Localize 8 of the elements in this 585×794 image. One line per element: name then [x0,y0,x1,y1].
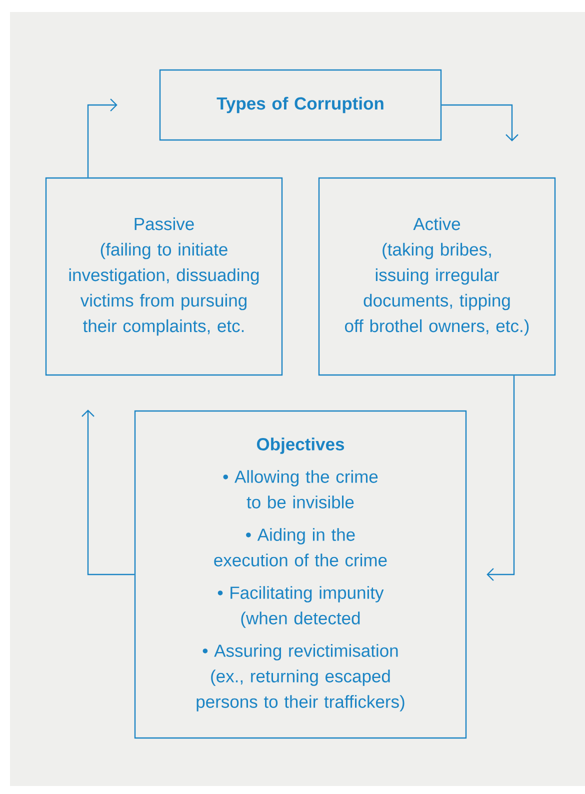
arrow [486,376,515,581]
text-box: Passive (failing to initiate investigation, dissuading victims from pursuing their complaints, etc. [45,177,283,376]
arrow [87,98,118,178]
arrow [442,104,518,142]
text-box: Active (taking bribes, issuing irregular documents, tipping off brothel owners, etc.) [318,177,556,376]
text-box: Types of Corruption [159,69,442,141]
arrow [82,410,134,576]
text-box: Objectives • Allowing the crime to be invisible • Aiding in the execution of the crime • Facilitating impunity (when detected • Assuring revictimisation (ex., returning escaped persons to their traffickers) [134,410,467,739]
